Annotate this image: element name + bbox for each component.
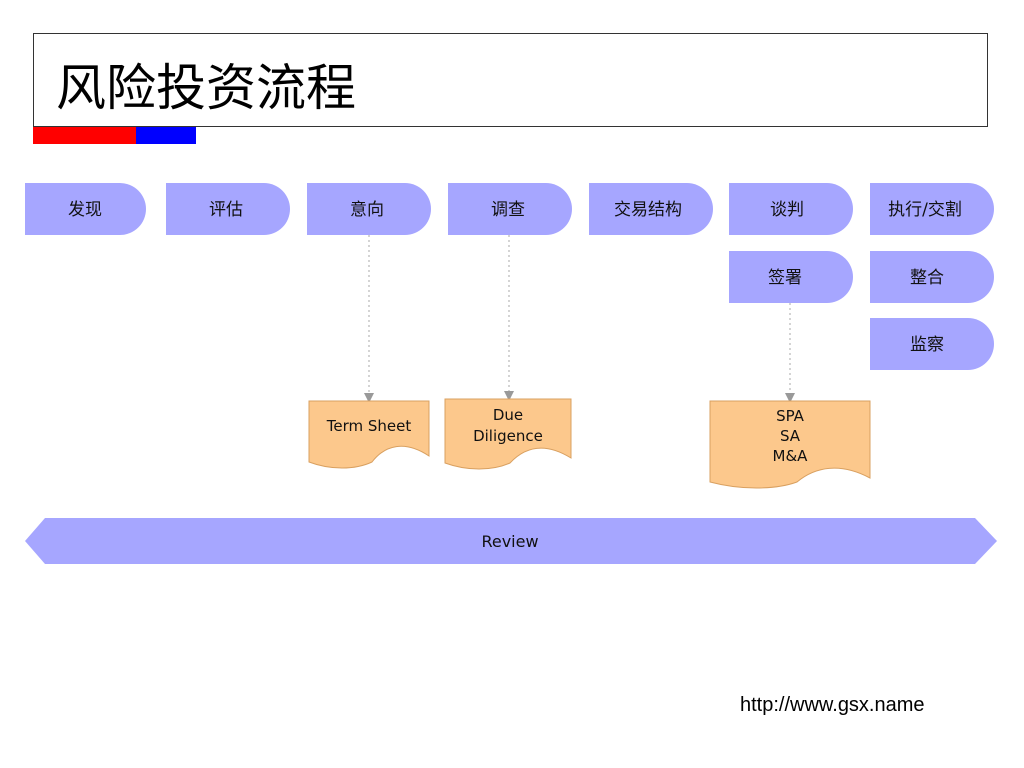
step-label: 调查 — [491, 200, 525, 220]
doc-due-diligence: Due Diligence — [444, 398, 572, 470]
step-integrate: 整合 — [870, 251, 994, 303]
footer-url: http://www.gsx.name — [740, 694, 925, 716]
doc-term-sheet: Term Sheet — [308, 400, 430, 469]
step-label: 谈判 — [770, 200, 804, 220]
doc-label: Term Sheet — [326, 417, 412, 435]
step-shape — [870, 183, 994, 235]
step-shape — [25, 183, 146, 235]
step-execute-close: 执行/交割 — [870, 183, 994, 235]
doc-shape — [709, 400, 871, 489]
step-shape — [166, 183, 290, 235]
page-title: 风险投资流程 — [56, 59, 356, 117]
step-investigate: 调查 — [448, 183, 572, 235]
doc-label: SPA — [776, 407, 805, 425]
review-bar: Review — [25, 518, 997, 564]
doc-shape — [308, 400, 430, 469]
title-underline-blue — [136, 127, 196, 144]
step-shape — [729, 251, 853, 303]
step-label: 执行/交割 — [888, 200, 962, 220]
title-frame: 风险投资流程 — [33, 33, 988, 127]
step-shape — [729, 183, 853, 235]
step-label: 交易结构 — [614, 200, 682, 220]
doc-spa-sa-ma: SPA SA M&A — [709, 400, 871, 489]
step-monitor: 监察 — [870, 318, 994, 370]
review-shape — [25, 518, 997, 564]
step-label: 监察 — [910, 335, 944, 355]
doc-shape — [444, 398, 572, 470]
doc-label: SA — [780, 427, 801, 445]
title-underline-red — [33, 127, 136, 144]
step-intention: 意向 — [307, 183, 431, 235]
step-label: 意向 — [350, 200, 384, 220]
step-shape — [448, 183, 572, 235]
step-negotiate: 谈判 — [729, 183, 853, 235]
step-sign: 签署 — [729, 251, 853, 303]
step-evaluate: 评估 — [166, 183, 290, 235]
step-label: 整合 — [910, 268, 944, 288]
step-shape — [589, 183, 713, 235]
doc-label: M&A — [773, 447, 809, 465]
step-label: 评估 — [209, 200, 243, 220]
step-label: 发现 — [68, 200, 102, 220]
review-label: Review — [481, 532, 538, 551]
step-shape — [870, 251, 994, 303]
step-deal-structure: 交易结构 — [589, 183, 713, 235]
doc-label: Due — [493, 406, 523, 424]
step-label: 签署 — [768, 268, 802, 288]
doc-label: Diligence — [473, 427, 543, 445]
step-shape — [307, 183, 431, 235]
step-shape — [870, 318, 994, 370]
step-discover: 发现 — [25, 183, 146, 235]
